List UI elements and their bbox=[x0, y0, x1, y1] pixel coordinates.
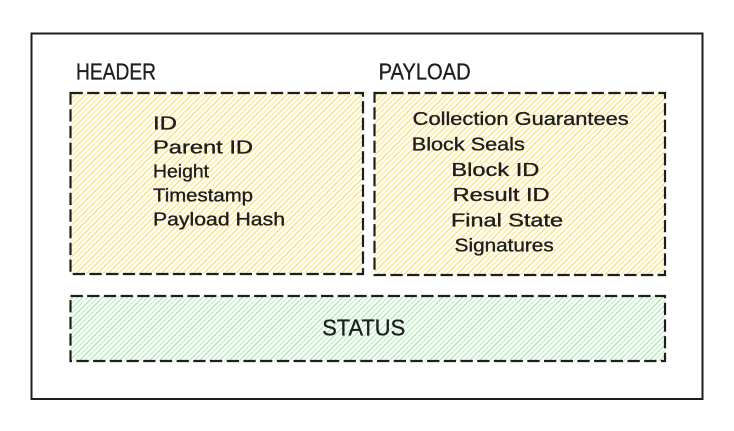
svg-text:Final State: Final State bbox=[451, 210, 563, 230]
svg-text:Parent ID: Parent ID bbox=[153, 138, 253, 158]
svg-text:Block ID: Block ID bbox=[451, 160, 539, 180]
svg-text:Timestamp: Timestamp bbox=[153, 186, 253, 206]
svg-text:ID: ID bbox=[153, 114, 177, 134]
svg-text:HEADER: HEADER bbox=[76, 59, 156, 85]
svg-text:Block Seals: Block Seals bbox=[412, 135, 525, 155]
svg-text:Height: Height bbox=[153, 162, 209, 182]
svg-text:Signatures: Signatures bbox=[455, 236, 554, 256]
svg-text:STATUS: STATUS bbox=[322, 314, 405, 340]
svg-text:Payload Hash: Payload Hash bbox=[153, 210, 285, 230]
svg-text:PAYLOAD: PAYLOAD bbox=[379, 59, 471, 85]
svg-text:Collection Guarantees: Collection Guarantees bbox=[413, 109, 629, 129]
svg-text:Result ID: Result ID bbox=[453, 185, 550, 205]
